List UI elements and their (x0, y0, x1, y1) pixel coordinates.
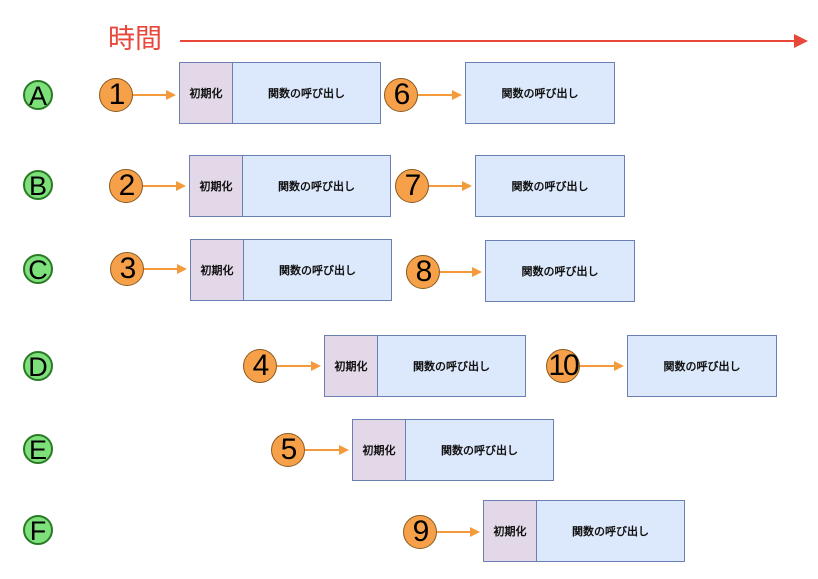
time-axis-arrowhead (794, 34, 808, 48)
call-box-d: 関数の呼び出し (627, 335, 777, 397)
connector-arrowhead (339, 445, 349, 455)
call-box-b: 関数の呼び出し (475, 155, 625, 217)
init-cell: 初期化 (191, 240, 244, 300)
init-call-box-d: 初期化 関数の呼び出し (324, 335, 526, 397)
step-number-10: 10 (546, 349, 580, 383)
init-cell: 初期化 (353, 420, 406, 480)
connector-arrowhead (311, 361, 321, 371)
init-cell: 初期化 (484, 501, 537, 561)
row-label-d: D (23, 351, 53, 381)
call-cell: 関数の呼び出し (278, 180, 355, 193)
call-cell: 関数の呼び出し (279, 264, 356, 277)
init-cell: 初期化 (325, 336, 378, 396)
call-box-c: 関数の呼び出し (485, 240, 635, 302)
step-number-5: 5 (271, 433, 305, 467)
init-call-box-c: 初期化 関数の呼び出し (190, 239, 392, 301)
init-cell: 初期化 (190, 156, 243, 216)
connector-arrowhead (177, 264, 187, 274)
step-number-7: 7 (395, 169, 429, 203)
connector-arrowhead (614, 361, 624, 371)
call-cell: 関数の呼び出し (572, 525, 649, 538)
connector-arrowhead (166, 90, 176, 100)
row-label-c: C (23, 254, 53, 284)
row-label-f: F (23, 515, 53, 545)
row-label-b: B (23, 170, 53, 200)
init-call-box-b: 初期化 関数の呼び出し (189, 155, 391, 217)
row-label-a: A (23, 80, 53, 110)
step-number-1: 1 (99, 78, 133, 112)
init-call-box-e: 初期化 関数の呼び出し (352, 419, 554, 481)
connector-arrowhead (176, 181, 186, 191)
call-box-a: 関数の呼び出し (465, 62, 615, 124)
init-call-box-f: 初期化 関数の呼び出し (483, 500, 685, 562)
time-label: 時間 (108, 24, 162, 55)
step-number-9: 9 (403, 515, 437, 549)
step-number-6: 6 (384, 78, 418, 112)
init-cell: 初期化 (180, 63, 233, 123)
connector-arrowhead (462, 181, 472, 191)
step-number-2: 2 (109, 169, 143, 203)
connector-arrowhead (452, 90, 462, 100)
step-number-8: 8 (406, 255, 440, 289)
call-cell: 関数の呼び出し (441, 444, 518, 457)
step-number-3: 3 (110, 252, 144, 286)
call-cell: 関数の呼び出し (268, 87, 345, 100)
connector-arrowhead (470, 527, 480, 537)
connector-arrowhead (472, 267, 482, 277)
step-number-4: 4 (243, 349, 277, 383)
init-call-box-a: 初期化 関数の呼び出し (179, 62, 381, 124)
row-label-e: E (23, 434, 53, 464)
call-cell: 関数の呼び出し (413, 360, 490, 373)
